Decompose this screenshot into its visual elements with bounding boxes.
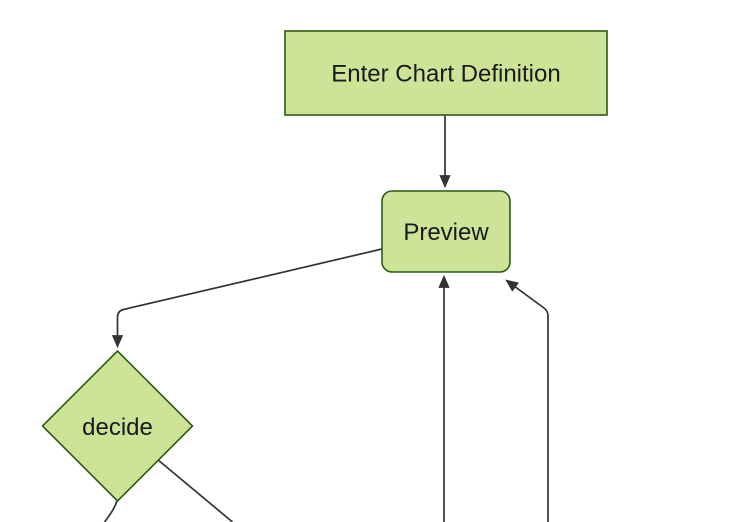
preview-label: Preview (403, 219, 489, 246)
enter-chart-definition-shape (284, 30, 608, 116)
enter-chart-definition-label: Enter Chart Definition (331, 61, 560, 88)
node-enter-chart-definition: Enter Chart Definition (284, 30, 608, 116)
preview-shape (381, 190, 511, 273)
edge-decide-to-offscreen-bottom-left (103, 500, 118, 522)
edge-decide-to-offscreen-bottom-right (156, 458, 234, 522)
node-preview: Preview (381, 190, 511, 273)
decide-shape (41, 349, 194, 503)
edge-offscreen-bottom-right-to-preview (505, 279, 549, 522)
edge-preview-to-decide (111, 248, 383, 349)
node-decide: decide (41, 349, 194, 503)
edge-layer (103, 115, 549, 522)
decide-label: decide (82, 414, 153, 441)
